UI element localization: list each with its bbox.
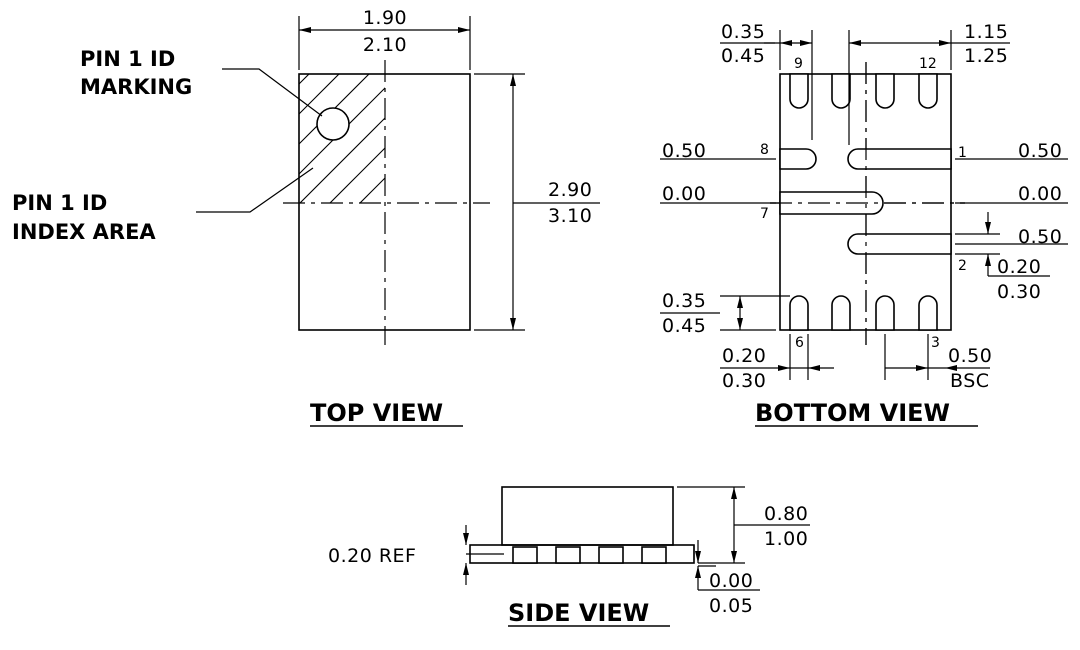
side-view-terminal-1 xyxy=(512,546,538,564)
pin1-marking-label-1: PIN 1 ID xyxy=(80,47,175,71)
pad-1 xyxy=(847,148,952,170)
pad-3 xyxy=(918,295,938,331)
pad-5 xyxy=(831,295,851,331)
lead-width-max-value: 0.30 xyxy=(997,281,1041,303)
center-right-value: 0.00 xyxy=(1018,183,1062,205)
pin-label-1: 1 xyxy=(958,145,967,161)
pin-label-7: 7 xyxy=(760,206,769,222)
lead-len-right-value: 0.50 xyxy=(1018,140,1062,162)
pin1-area-label-1: PIN 1 ID xyxy=(12,191,107,215)
pad-12 xyxy=(918,73,938,109)
pin-label-6: 6 xyxy=(795,335,804,351)
pad-7 xyxy=(779,191,884,215)
pin1-marking-circle xyxy=(316,107,350,141)
width-max-value: 2.10 xyxy=(363,34,407,56)
length-max-value: 3.10 xyxy=(548,205,592,227)
pad-8 xyxy=(779,148,817,170)
width-min-value: 1.90 xyxy=(363,7,407,29)
pin-label-2: 2 xyxy=(958,258,967,274)
pin-label-8: 8 xyxy=(760,142,769,158)
pad-length-min-value: 0.35 xyxy=(662,290,706,312)
lead-len-left-value: 0.50 xyxy=(662,140,706,162)
side-view-terminal-2 xyxy=(555,546,581,564)
side-view-terminal-4 xyxy=(641,546,667,564)
length-min-value: 2.90 xyxy=(548,179,592,201)
pad-length-max-value: 0.45 xyxy=(662,315,706,337)
pin1-marking-leader xyxy=(222,68,323,117)
pad-edge-min-value: 0.35 xyxy=(721,21,765,43)
side-view-terminal-3 xyxy=(598,546,624,564)
lead-width-min-value: 0.20 xyxy=(997,256,1041,278)
height-min-value: 0.80 xyxy=(764,503,808,525)
top-view: PIN 1 ID MARKING PIN 1 ID INDEX AREA 1.9… xyxy=(12,7,600,427)
side-view-title: SIDE VIEW xyxy=(508,599,649,627)
pin-label-9: 9 xyxy=(794,56,803,72)
side-view-body-outline xyxy=(501,486,674,546)
span-min-value: 1.15 xyxy=(964,21,1008,43)
pad-edge-max-value: 0.45 xyxy=(721,45,765,67)
lead2-len-value: 0.50 xyxy=(1018,226,1062,248)
pin1-marking-label-2: MARKING xyxy=(80,75,192,99)
pad-9 xyxy=(789,73,809,109)
pad-2 xyxy=(847,233,952,255)
center-left-value: 0.00 xyxy=(662,183,706,205)
pin-label-12: 12 xyxy=(919,56,937,72)
ref-thickness-label: 0.20 REF xyxy=(328,545,416,567)
height-max-value: 1.00 xyxy=(764,528,808,550)
pad-width-max-value: 0.30 xyxy=(722,370,766,392)
standoff-max-value: 0.05 xyxy=(709,595,753,617)
pad-10 xyxy=(831,73,851,109)
pin1-area-label-2: INDEX AREA xyxy=(12,220,156,244)
pitch-value: 0.50 xyxy=(948,345,992,367)
pad-width-min-value: 0.20 xyxy=(722,345,766,367)
standoff-min-value: 0.00 xyxy=(709,570,753,592)
pad-4 xyxy=(875,295,895,331)
bottom-view: 9 12 8 7 1 2 6 3 0.35 0.45 1.15 1.25 0.5… xyxy=(660,21,1068,427)
pad-11 xyxy=(875,73,895,109)
side-view: 0.20 REF 0.80 1.00 0.00 0.05 SIDE VIEW xyxy=(328,486,810,627)
pitch-note: BSC xyxy=(950,370,990,392)
pad-6 xyxy=(789,295,809,331)
span-max-value: 1.25 xyxy=(964,45,1008,67)
top-view-title: TOP VIEW xyxy=(310,399,443,427)
pin1-area-leader xyxy=(196,167,314,213)
bottom-view-title: BOTTOM VIEW xyxy=(755,399,950,427)
pin-label-3: 3 xyxy=(931,335,940,351)
